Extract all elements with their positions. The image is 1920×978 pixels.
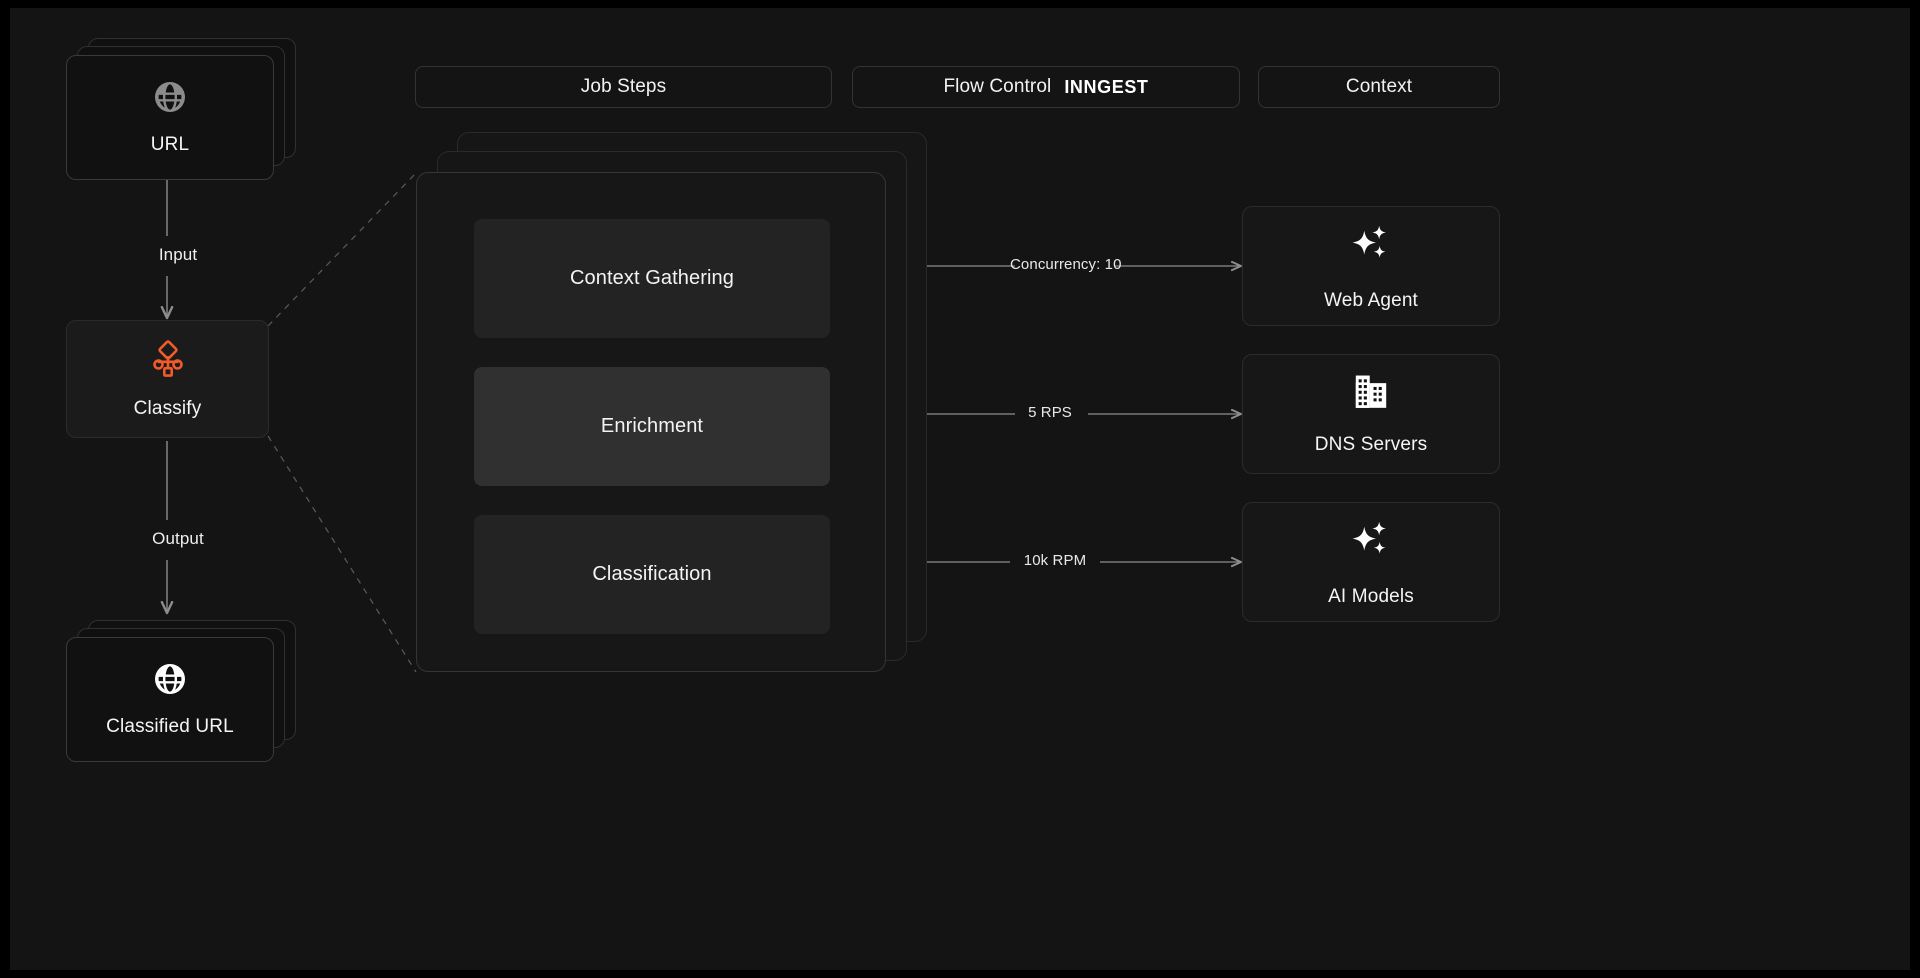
node-classified-url[interactable]: Classified URL xyxy=(66,620,296,765)
node-classified-url-face[interactable]: Classified URL xyxy=(66,637,274,762)
flow-edge-label-rpm: 10k RPM xyxy=(1023,552,1087,569)
edge-label-output: Output xyxy=(122,529,234,549)
header-pill-label: Job Steps xyxy=(580,76,667,97)
job-step-label: Enrichment xyxy=(600,415,704,437)
job-step-context-gathering[interactable]: Context Gathering xyxy=(474,219,830,338)
header-pill-job-steps[interactable]: Job Steps xyxy=(415,66,832,108)
flow-edge-label-concurrency: Concurrency: 10 xyxy=(1010,256,1122,273)
job-step-classification[interactable]: Classification xyxy=(474,515,830,634)
node-url[interactable]: URL xyxy=(66,38,296,183)
workflow-branch-icon xyxy=(148,339,188,384)
globe-icon xyxy=(152,79,188,120)
context-card-ai-models[interactable]: AI Models xyxy=(1242,502,1500,622)
context-card-dns-servers[interactable]: DNS Servers xyxy=(1242,354,1500,474)
header-pill-label: Context xyxy=(1345,76,1413,97)
edge-label-input: Input xyxy=(127,245,229,265)
flow-edge-label-rps: 5 RPS xyxy=(1028,404,1072,421)
job-step-label: Classification xyxy=(592,563,712,585)
node-url-label: URL xyxy=(150,134,190,155)
node-classify[interactable]: Classify xyxy=(66,320,269,438)
node-url-face[interactable]: URL xyxy=(66,55,274,180)
job-step-label: Context Gathering xyxy=(569,267,734,289)
context-card-label: AI Models xyxy=(1328,585,1414,607)
diagram-canvas: Job Steps Flow Control INNGEST Context xyxy=(10,8,1910,970)
sparkles-icon xyxy=(1348,221,1394,272)
header-pill-flow-control[interactable]: Flow Control INNGEST xyxy=(852,66,1240,108)
header-pill-context[interactable]: Context xyxy=(1258,66,1500,108)
node-classified-url-label: Classified URL xyxy=(106,716,234,737)
job-step-enrichment[interactable]: Enrichment xyxy=(474,367,830,486)
building-icon xyxy=(1352,373,1390,416)
context-card-label: Web Agent xyxy=(1324,289,1418,311)
inngest-wordmark: INNGEST xyxy=(1064,76,1149,97)
sparkles-icon xyxy=(1348,517,1394,568)
context-card-label: DNS Servers xyxy=(1314,433,1428,455)
context-card-web-agent[interactable]: Web Agent xyxy=(1242,206,1500,326)
header-pill-label: Flow Control xyxy=(943,76,1052,97)
node-classify-label: Classify xyxy=(133,397,202,419)
job-panel[interactable]: Context Gathering Enrichment Classificat… xyxy=(416,172,886,672)
globe-icon xyxy=(152,661,188,702)
